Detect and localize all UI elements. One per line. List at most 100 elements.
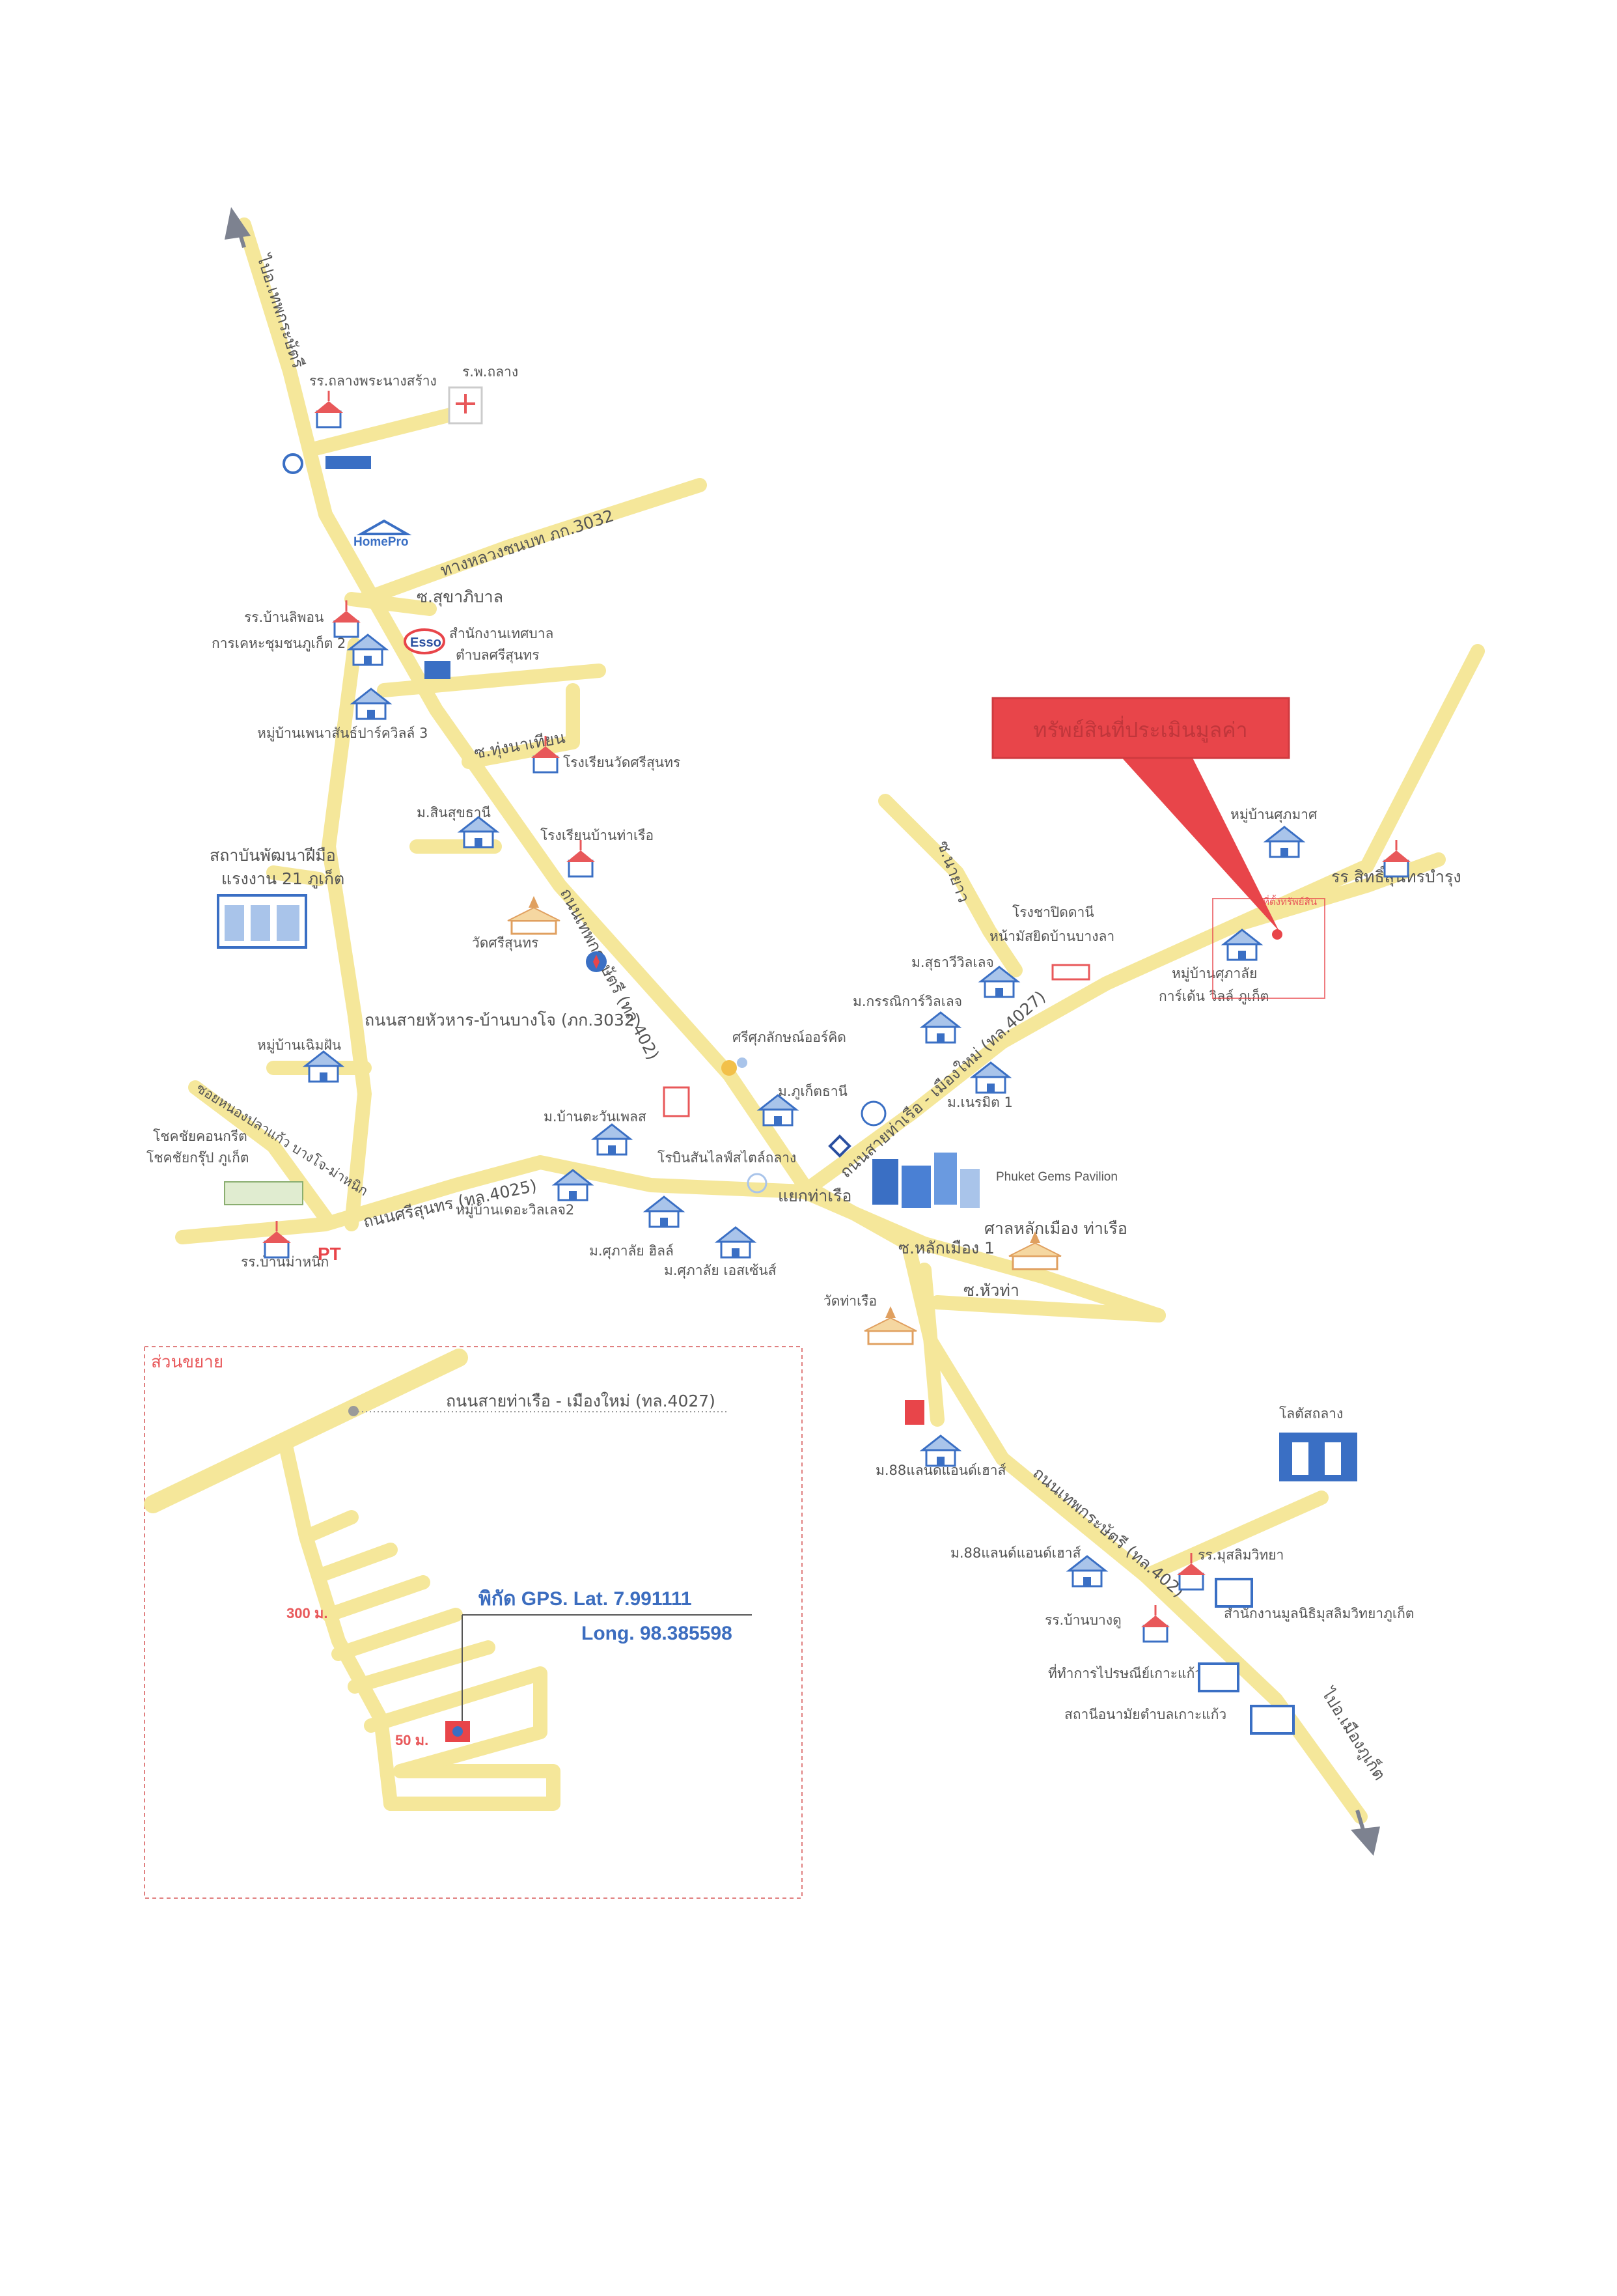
label-mb-suphalai-garden-1: หมู่บ้านศุภาลัย [1172,966,1257,982]
road-naya [878,794,1023,977]
house-icon-karnmanee [921,1011,960,1044]
road-label-huatha: ซ.หัวท่า [963,1281,1019,1300]
ptt-icon [586,951,607,972]
road-label-sukhaphiban: ซ.สุขาภิบาล [417,587,503,607]
health-station-icon [1250,1705,1295,1735]
label-san-lak-muang: ศาลหลักเมือง ท่าเรือ [984,1219,1127,1238]
label-wat-srisunthon: วัดศรีสุนทร [472,935,538,951]
road-label-thepkrasattri-2: ถนนเทพกระษัตรี (ทล.402) [1029,1463,1188,1601]
factory-icon-chokchai [224,1181,303,1205]
label-mb-sukthai: ม.ศุภาลัย ฮิลล์ [589,1243,674,1259]
road-highway-3032 [357,478,707,606]
label-rongsao-2: หน้ามัสยิดบ้านบางลา [989,929,1114,944]
label-ror-por-thalang: ร.พ.ถลาง [462,364,518,380]
road-thepkrasattri-north [237,217,915,1251]
inset-detail-map: ส่วนขยาย ถนนสายท่าเรือ - เมืองใหม่ (ทล.4… [144,1346,803,1899]
label-mb-karnmanee: ม.กรรณิการ์วิลเลจ [853,994,962,1009]
house-icon-sukthai [644,1196,684,1228]
building-icon-lotus [1279,1433,1357,1481]
road-sukhaphiban [344,592,437,616]
label-mb-88land-2: ม.88แลนด์แอนด์เฮาส์ [950,1545,1081,1561]
shop-icon-carrefour [283,453,371,474]
inset-road-label: ถนนสายท่าเรือ - เมืองใหม่ (ทล.4027) [446,1392,715,1410]
road-thalua-muangmai [797,644,1485,1199]
house-icon-phuketthani [758,1094,797,1127]
road-huahan-bangjo [322,637,372,1231]
label-rr-banlipon: รร.บ้านลิพอน [244,609,324,625]
road-muslim [1139,1491,1329,1583]
house-icon-chaemfa [304,1050,343,1083]
school-icon-bangdu [1140,1604,1171,1643]
building-icon-muslim-office [1215,1578,1253,1608]
label-rr-ban-thalua: โรงเรียนบ้านท่าเรือ [540,828,654,843]
label-health-station: สถานีอนามัยตำบลเกาะแก้ว [1064,1707,1226,1722]
place-labels: รร.ถลางพระนางสร้าง ร.พ.ถลาง รร.บ้านลิพอน… [146,364,1461,1722]
label-mb-lekkiang2: หมู่บ้านเดอะวิลเลจ2 [456,1202,574,1218]
esso-logo: Esso [404,628,445,654]
label-mb-naraimit: ม.เนรมิต 1 [947,1095,1013,1110]
label-wat-thalua: วัดท่าเรือ [823,1293,877,1309]
orchid-icon [721,1057,747,1076]
label-chokchai-1: โชคชัยคอนกรีต [153,1128,247,1144]
temple-icon-wat-thalua [863,1305,918,1345]
road-nongpla [188,1080,333,1225]
inset-gps-long: Long. 98.385598 [581,1623,732,1644]
road-skill [266,865,326,886]
road-east-branch [1230,852,1446,932]
school-icon-rr-klang [313,389,344,428]
label-subject-small: ที่ตั้งทรัพย์สิน [1263,895,1317,908]
svg-text:Esso: Esso [410,636,441,650]
label-rr-wat-srisunthon: โรงเรียนวัดศรีสุนทร [563,755,680,771]
label-mb-suthawilla: ม.สุธาวีวิลเลจ [911,955,994,971]
label-phuket-gems: Phuket Gems Pavilion [996,1170,1118,1184]
diamond-logo [828,1134,851,1158]
school-icon-sitthisunthon [1381,839,1412,878]
label-office-muslim: สำนักงานมูลนิธิมุสลิมวิทยาภูเก็ต [1224,1604,1414,1622]
label-rr-banbangdu: รร.บ้านบางดู [1045,1612,1122,1629]
inset-subject-marker [445,1721,470,1742]
road-label-highway-3032: ทางหลวงชนบท ภก.3032 [438,506,616,580]
label-rongsao-1: โรงชาปิดดานี [1012,904,1094,920]
label-lotus: โลตัสถลาง [1279,1406,1343,1421]
label-chokchai-2: โชคชัยกรุ๊ป ภูเก็ต [146,1149,249,1166]
post-office-icon [1198,1662,1239,1692]
building-icon-phuket-gems [872,1153,980,1208]
road-wat-thalua [917,1263,945,1427]
label-mb-chaemfa: หมู่บ้านเฉิมฝัน [257,1037,341,1054]
label-yaek-thalua: แยกท่าเรือ [778,1186,851,1205]
hospital-icon [448,386,483,425]
inset-gps-lat: พิกัด GPS. Lat. 7.991111 [478,1588,692,1610]
bus-icon [424,661,450,679]
label-rr-muslim: รร.มุสลิมวิทยา [1198,1547,1284,1563]
building-icon-skill-institute [217,894,307,949]
callout-label: ทรัพย์สินที่ประเมินมูลค่า [1033,716,1247,743]
temple-icon-wat-srisunthon [506,895,561,935]
road-network [175,217,1485,1824]
label-mb-suphalai: ม.ศุภาลัย เอสเซ้นส์ [664,1263,777,1279]
shop-icon-rongsao [1051,964,1090,981]
road-label-huahan-bangjo: ถนนสายหัวหาร-บ้านบางโจ (ภก.3032) [365,1011,641,1029]
subject-callout: ทรัพย์สินที่ประเมินมูลค่า [991,697,1290,931]
house-icon-suphalai [716,1226,755,1259]
pt-station-icon: PT [318,1244,341,1264]
label-mb-suphalai-garden-2: การ์เด้น วิลล์ ภูเก็ต [1159,987,1269,1005]
label-tambon-srisunthon: ตำบลศรีสุนทร [456,647,540,664]
bus-stop-icon [747,1173,767,1194]
school-icon-small [663,1086,690,1117]
school-icon-ban-thalua [565,839,596,878]
road-rr-klang [305,403,476,456]
label-mb-bannatawan: ม.บ้านตะวันเพลส [544,1109,646,1125]
house-icon-88land-1 [921,1435,960,1467]
mosque-icon [861,1100,887,1127]
label-kheha-phuket2: การเคหะชุมชนภูเก็ต 2 [212,634,346,652]
north-arrow-icon [225,207,251,248]
svg-text:PT: PT [318,1244,341,1264]
inset-dist-300: 300 ม. [286,1605,327,1621]
house-icon-suphakmat [1265,826,1304,858]
road-srisunthon [175,1155,1166,1323]
label-mb-phuketthani: ม.ภูเก็ตธานี [778,1082,848,1100]
label-mb-suphakmat: หมู่บ้านศุภมาศ [1230,807,1318,823]
inset-dist-50: 50 ม. [395,1732,428,1748]
road-thungnathian [462,683,580,769]
